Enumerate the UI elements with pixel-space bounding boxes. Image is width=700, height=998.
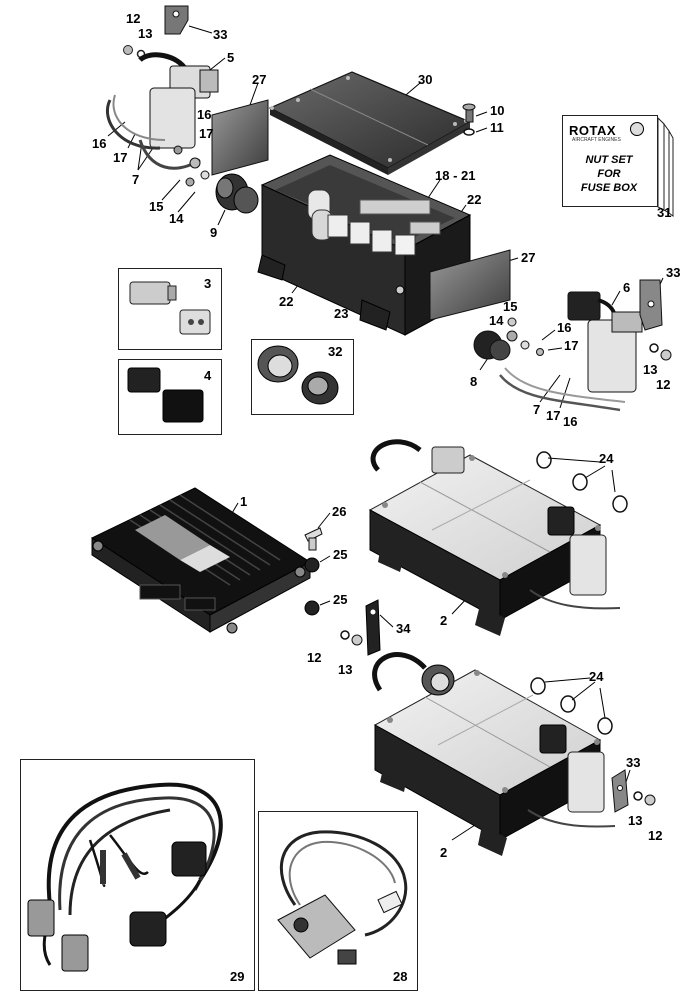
callout-label: 32	[328, 344, 343, 359]
inset-box-32	[251, 339, 354, 415]
card-line-2: FOR	[597, 168, 621, 180]
inset-box-4	[118, 359, 222, 435]
o-rings-24	[530, 451, 628, 735]
callout-label: 12	[648, 828, 663, 843]
inset-box-3	[118, 268, 222, 350]
callout-label: 13	[628, 813, 643, 828]
callout-label: 9	[210, 225, 218, 240]
callout-label: 2	[440, 613, 448, 628]
callout-label: 14	[169, 211, 184, 226]
card-brand: ROTAX	[569, 123, 617, 138]
callout-label: 31	[657, 205, 672, 220]
callout-label: 23	[334, 306, 349, 321]
card-stack-31	[657, 116, 674, 217]
harness-connectors-29	[27, 841, 207, 972]
callout-label: 17	[113, 150, 128, 165]
nut-25-upper	[304, 557, 320, 573]
fuse-box-assembly-2-upper	[368, 439, 621, 636]
callout-label: 33	[666, 265, 681, 280]
callout-label: 22	[467, 192, 482, 207]
callout-label: 12	[307, 650, 322, 665]
screw-10	[462, 103, 476, 136]
callout-label: 33	[626, 755, 641, 770]
inset-box-28	[258, 811, 418, 991]
callout-label: 15	[149, 199, 164, 214]
adapter-connectors-32	[257, 345, 339, 405]
connector-assembly-right	[473, 291, 643, 412]
connector-assembly-left	[106, 52, 219, 187]
callout-label: 34	[396, 621, 411, 636]
callout-label: 11	[490, 120, 504, 135]
callout-label: 22	[279, 294, 294, 309]
callout-label: 13	[138, 26, 153, 41]
callout-label: 7	[533, 402, 541, 417]
callout-label: 16	[197, 107, 212, 122]
callout-label: 6	[623, 280, 631, 295]
callout-label: 1	[240, 494, 248, 509]
callout-label: 27	[521, 250, 536, 265]
gasket-27-right	[429, 249, 511, 321]
bracket-33-bottom	[611, 769, 656, 813]
bracket-34	[340, 599, 381, 656]
callout-label: 14	[489, 313, 504, 328]
callout-label: 16	[92, 136, 107, 151]
callout-label: 5	[227, 50, 235, 65]
screw-26	[304, 527, 323, 551]
callout-label: 15	[503, 299, 518, 314]
callout-label: 17	[564, 338, 579, 353]
nut-25-lower	[304, 600, 320, 616]
callout-label: 4	[204, 368, 212, 383]
callout-label: 13	[338, 662, 353, 677]
callout-label: 29	[230, 969, 245, 984]
callout-label: 10	[490, 103, 505, 118]
callout-label: 33	[213, 27, 228, 42]
callout-label: 16	[563, 414, 578, 429]
connector-plugs-3	[129, 281, 211, 335]
cover-30	[268, 71, 472, 175]
callout-label: 30	[418, 72, 433, 87]
callout-label: 25	[333, 547, 348, 562]
callout-label: 8	[470, 374, 478, 389]
connector-plugs-4	[127, 367, 204, 423]
control-module-1	[90, 487, 311, 634]
callout-label: 12	[656, 377, 671, 392]
callout-label: 17	[199, 126, 214, 141]
callout-label: 24	[599, 451, 614, 466]
fuse-box-assembly-2-lower	[372, 652, 616, 856]
nut-set-card: ROTAX AIRCRAFT ENGINES NUT SET FOR FUSE …	[562, 115, 658, 207]
callout-label: 28	[393, 969, 408, 984]
callout-label: 24	[589, 669, 604, 684]
callout-label: 12	[126, 11, 141, 26]
inset-box-29	[20, 759, 255, 991]
callout-label: 17	[546, 408, 561, 423]
card-brand-sub: AIRCRAFT ENGINES	[572, 137, 621, 143]
bracket-33-right	[639, 279, 672, 361]
connector-9	[215, 173, 259, 214]
gasket-27-left	[211, 99, 269, 176]
card-line-3: FUSE BOX	[580, 182, 638, 194]
adapter-cable-28	[277, 830, 408, 965]
callout-label: 2	[440, 845, 448, 860]
callout-label: 18 - 21	[435, 168, 476, 183]
callout-label: 3	[204, 276, 212, 291]
fuse-box-housing	[257, 154, 472, 336]
card-line-1: NUT SET	[585, 154, 633, 166]
callout-label: 7	[132, 172, 140, 187]
callout-label: 26	[332, 504, 347, 519]
rotax-logo-icon	[630, 122, 644, 136]
callout-label: 16	[557, 320, 572, 335]
callout-label: 25	[333, 592, 348, 607]
callout-label: 13	[643, 362, 658, 377]
wiring-harness-29	[42, 782, 223, 966]
callout-label: 27	[252, 72, 267, 87]
